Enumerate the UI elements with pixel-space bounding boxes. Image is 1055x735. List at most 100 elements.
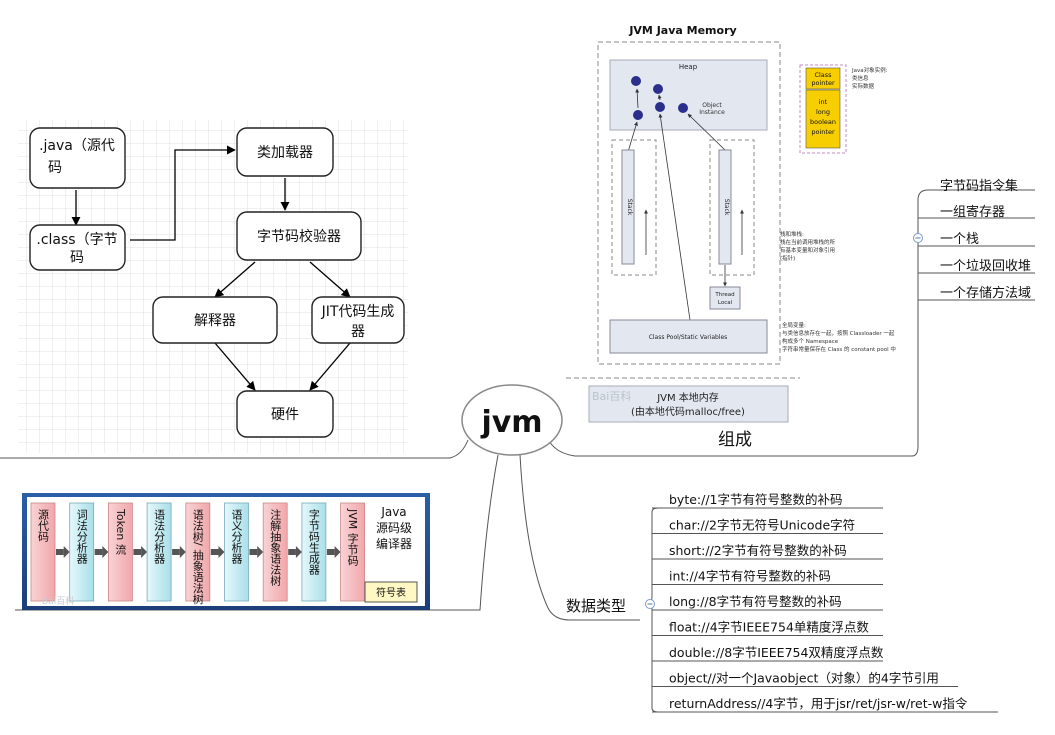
compiler-arrow-head [218,546,225,558]
pool-note-4: 字符串常量保存在 Class 的 constant pool 中 [782,345,896,353]
data-type-item: byte://1字节有符号整数的补码 [669,492,843,507]
compiler-stage-label: 注解抽象语法树 [269,508,282,587]
connector-data-types-bracket-low [651,604,659,713]
object-ball [631,76,641,86]
connector-compile-flow [0,439,469,459]
native-line-2: (由本地代码malloc/free) [631,405,745,418]
stack-box-right [709,139,755,276]
connector-data-types-bracket [647,507,659,605]
compiler-arrow-head [102,546,109,558]
object-data-4: pointer [811,128,835,136]
compiler-arrow [172,549,180,555]
compiler-title-3: 编译器 [376,536,412,551]
flow-node-loader-label: 类加载器 [257,145,313,161]
flow-node-jit[interactable]: JIT代码生成 器 [311,296,405,344]
flow-node-verifier[interactable]: 字节码校验器 [236,211,362,261]
compiler-arrow [249,549,258,555]
thread-local-1: Thread [714,292,734,298]
memory-diagram: JVM Java Memory Heap Object Instance Sta… [566,24,896,423]
class-pointer-cell [805,67,841,90]
object-layout-note-1: Java对象实例: [851,66,888,74]
class-pointer-2: pointer [811,79,835,87]
compiler-arrow [288,549,296,555]
compiler-arrow [210,549,219,555]
object-layout-note-2: 类信息 [852,74,869,82]
compiler-arrow [94,549,103,555]
stack-bar-right [718,149,732,265]
flow-node-cls[interactable]: .class（字节 码 [29,224,126,271]
data-type-item: object//对一个Javaobject（对象）的4字节引用 [669,671,939,686]
compiler-stage [185,502,211,602]
data-type-item: returnAddress//4字节，用于jsr/ret/jsr-w/ret-w… [669,696,968,711]
stack-note-2: 栈在当前调用堆栈的所 [780,238,836,246]
object-label-2: Instance [699,109,725,116]
stack-note-1: 栈和堆栈: [780,230,804,238]
flow-node-src[interactable]: .java（源代 码 [29,127,126,189]
class-pool-box [609,319,768,354]
compiler-stage [146,502,172,602]
object-label-1: Object [702,102,722,109]
class-pointer-1: Class [814,71,832,79]
compiler-arrow-head [257,546,264,558]
flow-node-cls-line2: 码 [70,250,84,266]
compiler-arrow-head [295,546,302,558]
stack-box-left [611,139,657,276]
mindmap-connectors [0,189,1035,713]
memory-watermark: Bai百科 [592,389,631,403]
compiler-stage [108,502,133,602]
pool-note-2: 与类信息放存在一起，按照 Classloader 一起 [782,329,895,337]
flow-node-interp[interactable]: 解释器 [152,296,278,344]
compiler-stage-label: 语法分析器 [153,509,166,565]
object-ball [633,110,643,120]
flow-node-hw-label: 硬件 [271,407,299,423]
center-node[interactable]: jvm [461,384,563,456]
compiler-stage-label: Token 流 [114,508,127,555]
composition-item: 一个栈 [940,232,979,247]
composition-item: 一个存储方法域 [940,285,1031,301]
thread-local-box [709,286,741,310]
data-type-item: long://8字节有符号整数的补码 [669,594,842,609]
stack-note-4: (指针) [780,254,795,262]
composition-label: 组成 [718,430,752,450]
object-data-1: int [819,98,828,106]
composition-item: 一个垃圾回收堆 [940,259,1031,274]
compiler-arrow-head [141,546,148,558]
object-ball [653,84,663,94]
compiler-stage-label: 词法分析器 [75,509,88,565]
connector-composition [544,189,1035,457]
data-types-label: 数据类型 [566,597,626,615]
object-ball [678,103,688,113]
flow-node-verifier-label: 字节码校验器 [257,228,341,245]
flow-node-loader[interactable]: 类加载器 [236,127,334,177]
memory-title: JVM Java Memory [628,24,736,37]
compiler-arrow [326,549,335,555]
compiler-stage-label: JVM 字节码 [346,508,359,566]
object-data-2: long [816,108,830,116]
flow-node-src-line2: 码 [48,160,62,176]
symbol-table-box [364,581,418,603]
flow-node-jit-line2: 器 [351,324,365,340]
connector-compiler [15,454,499,611]
stack-label-left: Stack [626,199,633,216]
compiler-stage-label: 语义分析器 [230,509,243,565]
flow-node-hw[interactable]: 硬件 [236,390,334,438]
compiler-stage [30,502,56,602]
compiler-arrow-head [179,546,186,558]
compiler-stage [301,502,327,602]
pool-note-3: 构成多个 Namespace [782,337,839,345]
data-types-branch: 数据类型 byte://1字节有符号整数的补码 char://2字节无符号Unic… [566,492,998,713]
compiler-stage [340,502,366,602]
object-layout-note-3: 实际数据 [852,82,875,90]
data-type-item: char://2字节无符号Unicode字符 [669,518,855,533]
object-layout-outline [799,64,847,154]
symbol-table-label: 符号表 [376,586,406,599]
connector-data-types [519,454,640,621]
flow-node-src-line1: .java（源代 [39,138,115,154]
compiler-stage [69,502,95,602]
compiler-stage [262,502,288,602]
stack-bar-left [621,149,635,265]
compiler-arrow-head [334,546,341,558]
flow-node-interp-label: 解释器 [194,313,236,329]
